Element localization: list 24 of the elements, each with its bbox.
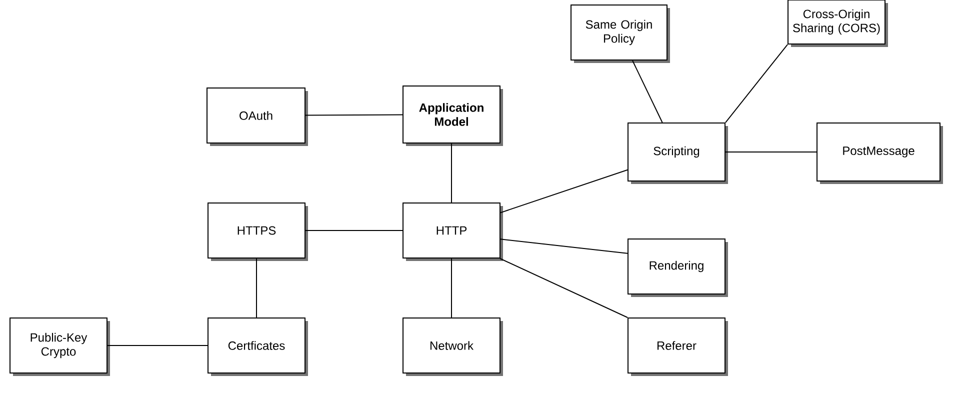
connector-line <box>500 238 628 254</box>
process-box: Public-Key Crypto <box>10 318 110 376</box>
process-box: HTTP <box>402 202 503 261</box>
connector-line <box>305 114 403 116</box>
process-box: Cross-Origin Sharing (CORS) <box>788 0 888 47</box>
connector-line <box>632 60 663 123</box>
connector-line <box>451 258 452 318</box>
process-box: Scripting <box>628 122 728 184</box>
process-box: Application Model <box>402 86 503 146</box>
process-box: Rendering <box>628 238 728 297</box>
process-box: Network <box>402 318 503 376</box>
process-box: HTTPS <box>208 202 308 261</box>
process-box: Referer <box>628 318 728 376</box>
connector-line <box>256 258 257 318</box>
process-box: Same Origin Policy <box>570 4 670 63</box>
connector-line <box>725 44 788 123</box>
connector-line <box>107 345 208 346</box>
connector-line <box>451 143 452 203</box>
connector-line <box>500 258 628 318</box>
connector-line <box>500 169 628 214</box>
connector-line <box>305 230 403 231</box>
process-box: OAuth <box>206 88 308 146</box>
process-box: PostMessage <box>816 122 943 184</box>
process-box: Certficates <box>208 318 308 376</box>
